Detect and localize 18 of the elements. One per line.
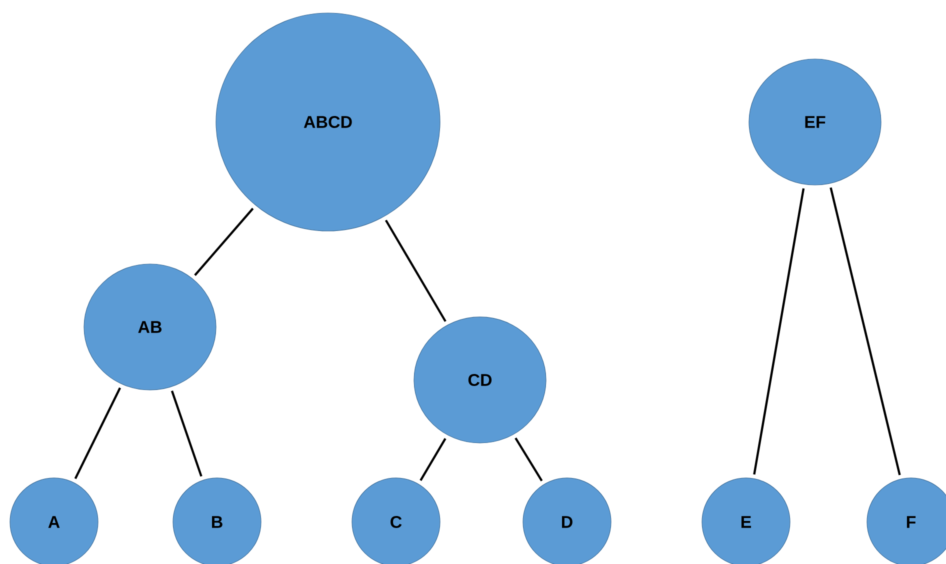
connector-line [420, 438, 446, 481]
connector-line [194, 208, 254, 276]
circle-node: A [10, 478, 98, 564]
circle-node: F [866, 478, 946, 564]
circle-node: D [522, 478, 612, 564]
connector-line [753, 188, 805, 475]
circle-node: ABCD [216, 12, 440, 232]
connector-line [830, 187, 901, 476]
connector-line [514, 437, 543, 482]
circle-node: CD [414, 316, 546, 444]
circle-node: C [352, 478, 440, 564]
connector-line [74, 387, 122, 480]
circle-node: B [172, 478, 262, 564]
connector-line [170, 390, 202, 477]
circle-node: E [702, 478, 790, 564]
circle-node: AB [84, 264, 216, 390]
connector-line [384, 220, 446, 322]
circle-node: EF [748, 58, 882, 186]
